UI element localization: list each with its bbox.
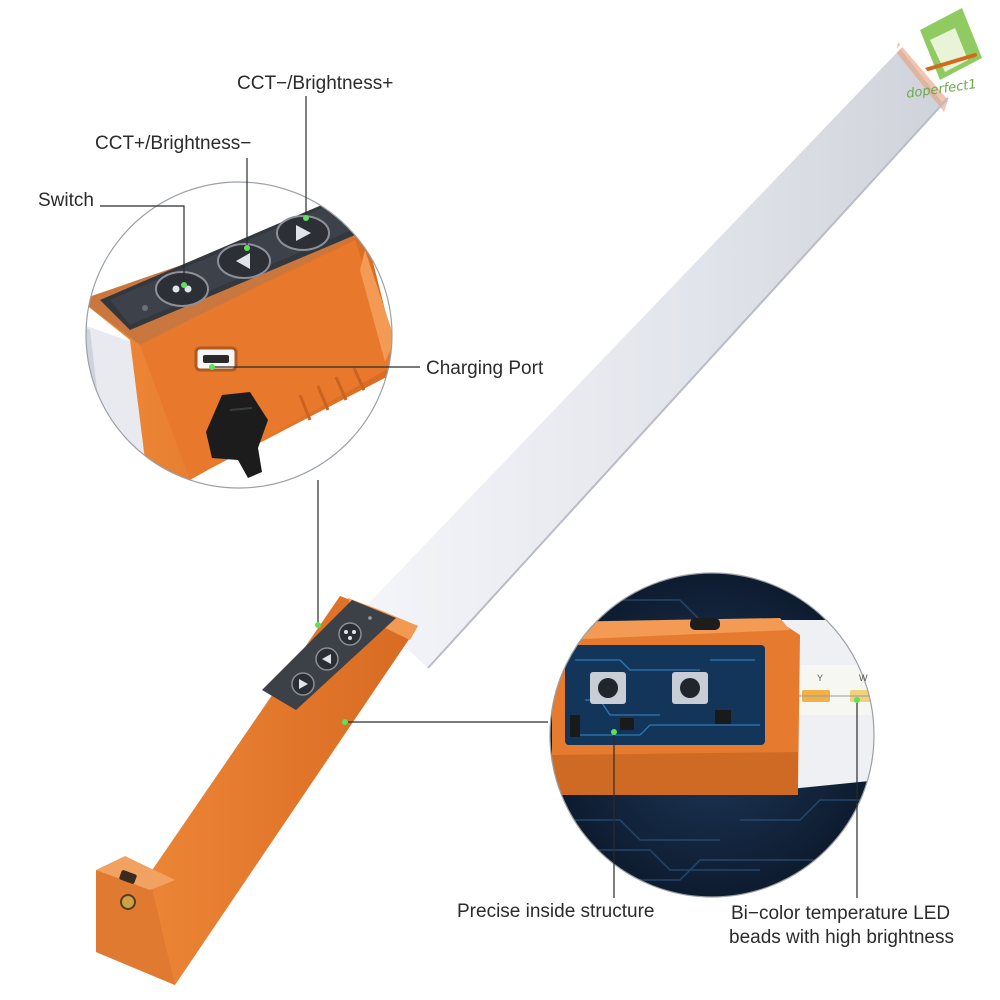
callout-dots xyxy=(181,215,860,735)
label-cct-plus-brightness-minus: CCT+/Brightness− xyxy=(95,133,252,154)
zoom-cct-minus-button xyxy=(276,215,330,251)
label-inside-structure: Precise inside structure xyxy=(457,901,655,922)
label-switch: Switch xyxy=(38,190,94,211)
label-cct-minus-brightness-plus: CCT−/Brightness+ xyxy=(237,73,394,94)
pcb-label-w: W xyxy=(859,673,868,683)
zoom-pcb-circle: Y W xyxy=(549,572,875,898)
led-tube xyxy=(360,40,949,669)
brand-logo xyxy=(920,8,982,80)
label-charging-port: Charging Port xyxy=(426,358,544,379)
zoom-cct-plus-button xyxy=(217,243,271,279)
callout-lines xyxy=(100,96,858,898)
zoom-buttons-circle xyxy=(85,181,393,489)
wand-handle xyxy=(96,596,418,985)
leader-switch xyxy=(100,205,185,282)
label-led-beads-line1: Bi−color temperature LED xyxy=(731,903,951,924)
label-led-beads-line2: beads with high brightness xyxy=(729,927,954,948)
pcb-label-y: Y xyxy=(817,673,823,683)
zoom-switch-button xyxy=(155,271,209,307)
